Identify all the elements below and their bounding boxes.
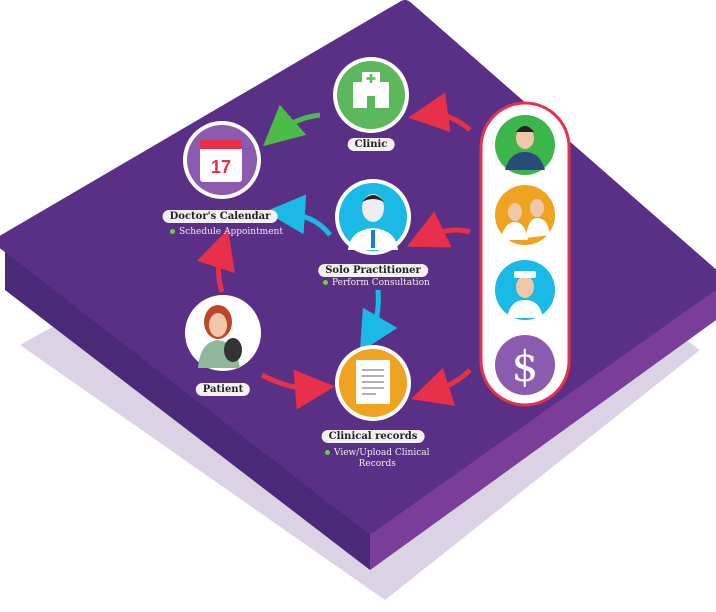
calendar-icon: 17 xyxy=(200,140,242,182)
solo-practitioner-node[interactable] xyxy=(335,179,411,255)
patient-label: Patient xyxy=(195,383,251,396)
dollar-icon[interactable]: $ xyxy=(495,335,555,395)
clinic-node[interactable] xyxy=(333,57,409,133)
hospital-icon xyxy=(353,72,389,108)
platform-side-right xyxy=(370,280,716,570)
records-label: Clinical records xyxy=(321,430,425,443)
solo-task-text: Perform Consultation xyxy=(332,278,430,288)
nurse-icon[interactable] xyxy=(495,260,555,320)
records-task-line1: View/Upload Clinical xyxy=(334,448,430,458)
doctor-icon xyxy=(348,194,398,250)
calendar-task-text: Schedule Appointment xyxy=(179,227,283,237)
document-icon xyxy=(356,360,390,404)
clinic-label: Clinic xyxy=(347,138,395,151)
doctors-group-icon[interactable] xyxy=(495,185,555,245)
solo-label: Solo Practitioner xyxy=(318,264,428,277)
records-task-line2: Records xyxy=(358,459,396,469)
calendar-label: Doctor's Calendar xyxy=(162,210,278,223)
solo-task: Perform Consultation xyxy=(323,278,430,289)
svg-text:$: $ xyxy=(512,342,539,391)
patient-icon xyxy=(198,305,242,368)
clinical-records-node[interactable] xyxy=(335,345,411,421)
roles-panel: $ xyxy=(479,101,571,407)
calendar-node[interactable]: 17 xyxy=(183,121,261,199)
user-icon[interactable] xyxy=(495,115,555,175)
calendar-task: Schedule Appointment xyxy=(170,227,283,238)
patient-node[interactable] xyxy=(185,295,261,371)
svg-text:17: 17 xyxy=(211,157,231,177)
